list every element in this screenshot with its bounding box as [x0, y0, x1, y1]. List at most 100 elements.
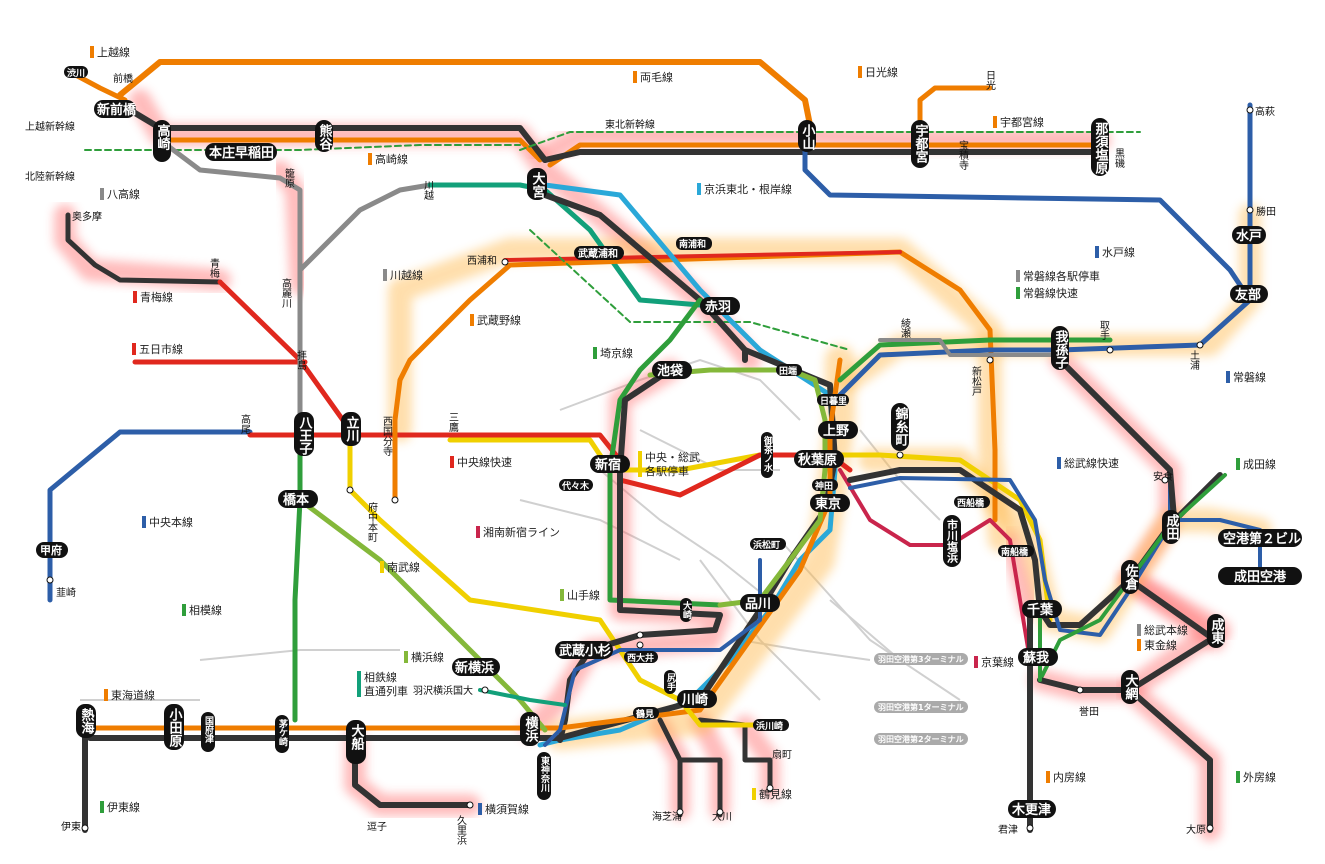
- hachiko-line-north: [297, 182, 433, 273]
- svg-text:総武線快速: 総武線快速: [1064, 456, 1119, 470]
- sobu-rapid-blue: [848, 476, 1172, 637]
- svg-text:東京: 東京: [815, 496, 841, 512]
- svg-text:川崎: 川崎: [681, 692, 708, 708]
- station-ofuna: 大船: [346, 720, 366, 764]
- svg-text:蘇我: 蘇我: [1022, 650, 1049, 666]
- yokosuka-blue: [543, 558, 762, 747]
- station-shinagawa: 品川: [740, 594, 780, 612]
- svg-text:高尾: 高尾: [239, 413, 251, 435]
- station-yokohama: 横浜: [520, 712, 540, 746]
- svg-text:内房線: 内房線: [1053, 770, 1086, 784]
- svg-text:高崎線: 高崎線: [375, 152, 408, 166]
- svg-text:羽田空港第3ターミナル: 羽田空港第3ターミナル: [878, 654, 964, 664]
- svg-text:大網: 大網: [1123, 673, 1139, 701]
- svg-text:西浦和: 西浦和: [467, 254, 497, 267]
- svg-text:代々木: 代々木: [561, 480, 590, 492]
- joban-local-gray: [878, 338, 1062, 357]
- svg-text:成田線: 成田線: [1243, 457, 1276, 471]
- station-mito: 水戸: [1232, 226, 1266, 244]
- svg-text:誉田: 誉田: [1079, 705, 1099, 718]
- svg-text:北陸新幹線: 北陸新幹線: [25, 170, 75, 183]
- svg-text:中央線快速: 中央線快速: [457, 455, 512, 469]
- station-omiya: 大宮: [527, 168, 547, 200]
- station-airport-t2: 空港第２ビル: [1218, 529, 1302, 547]
- station-narita: 成田: [1162, 510, 1180, 544]
- svg-text:青梅: 青梅: [208, 257, 220, 279]
- musashino-freight: [529, 229, 851, 351]
- svg-text:扇町: 扇町: [772, 748, 792, 761]
- svg-text:羽沢横浜国大: 羽沢横浜国大: [413, 684, 473, 697]
- svg-text:本庄早稲田: 本庄早稲田: [209, 145, 274, 161]
- ryomo-line: [117, 59, 813, 128]
- svg-text:取手: 取手: [1098, 320, 1110, 341]
- keiyo-line: [838, 468, 1032, 662]
- station-sakura: 佐倉: [1121, 560, 1139, 594]
- svg-text:橋本: 橋本: [283, 492, 309, 508]
- svg-text:黒磯: 黒磯: [1113, 148, 1125, 169]
- svg-text:我孫子: 我孫子: [1053, 329, 1069, 370]
- svg-text:常磐線: 常磐線: [1233, 370, 1266, 384]
- station-takasaki: 高崎: [153, 120, 171, 162]
- hachiko-line: [157, 137, 303, 423]
- station-nasushiobara: 那須塩原: [1091, 118, 1109, 176]
- svg-text:新前橋: 新前橋: [97, 102, 137, 118]
- svg-text:奥多摩: 奥多摩: [72, 210, 102, 223]
- svg-text:鶴見: 鶴見: [636, 708, 654, 720]
- svg-text:横須賀線: 横須賀線: [485, 802, 529, 816]
- svg-text:成田: 成田: [1164, 513, 1180, 541]
- svg-text:赤羽: 赤羽: [705, 299, 731, 315]
- svg-text:水戸線: 水戸線: [1102, 245, 1135, 259]
- svg-text:尻手: 尻手: [665, 673, 676, 692]
- station-honjo-waseda: 本庄早稲田: [205, 143, 277, 161]
- shonan-south: [557, 367, 723, 743]
- svg-text:川越線: 川越線: [390, 268, 423, 282]
- musashino-line: [392, 249, 998, 523]
- station-abiko: 我孫子: [1051, 326, 1069, 370]
- station-oyama: 小山: [798, 120, 816, 152]
- svg-text:府中本町: 府中本町: [366, 501, 378, 542]
- svg-text:西船橋: 西船橋: [957, 497, 985, 509]
- svg-text:綾瀬: 綾瀬: [899, 317, 911, 339]
- svg-text:友部: 友部: [1235, 287, 1261, 303]
- station-odawara: 小田原: [164, 704, 184, 750]
- svg-text:東神奈川: 東神奈川: [539, 755, 551, 793]
- shonan-black-north: [127, 107, 548, 163]
- sagami-line: [292, 417, 303, 723]
- svg-text:京葉線: 京葉線: [981, 655, 1014, 669]
- svg-text:大船: 大船: [349, 723, 365, 751]
- station-tomobe: 友部: [1230, 285, 1268, 303]
- svg-text:佐倉: 佐倉: [1123, 563, 1140, 591]
- legend-entries: 上越線 両毛線 日光線 宇都宮線 高崎線 八高線 京浜東北・根岸線 川越線 青梅…: [90, 45, 1276, 816]
- joetsu-shinkansen: [84, 144, 521, 151]
- svg-text:日暮里: 日暮里: [820, 395, 847, 407]
- svg-text:甲府: 甲府: [40, 543, 62, 557]
- svg-text:錦糸町: 錦糸町: [893, 406, 909, 447]
- svg-text:上越新幹線: 上越新幹線: [25, 120, 75, 133]
- svg-text:横浜: 横浜: [523, 715, 539, 743]
- svg-text:埼京線: 埼京線: [600, 346, 633, 360]
- svg-text:君津: 君津: [998, 824, 1018, 836]
- svg-text:伊東線: 伊東線: [107, 800, 140, 814]
- svg-text:西大井: 西大井: [627, 652, 654, 664]
- svg-text:熊谷: 熊谷: [317, 123, 333, 151]
- station-shin-yokohama: 新横浜: [452, 658, 500, 676]
- major-stations: 新前橋 高崎 熊谷 本庄早稲田 大宮 小山 宇都宮 那須塩原 水戸 友部 我孫子…: [36, 100, 1302, 818]
- station-tachikawa: 立川: [341, 412, 361, 446]
- station-kinshicho: 錦糸町: [891, 403, 909, 451]
- svg-text:常磐線各駅停車: 常磐線各駅停車: [1023, 269, 1100, 283]
- svg-text:御茶ノ水: 御茶ノ水: [762, 435, 774, 473]
- station-kumagaya: 熊谷: [315, 120, 333, 152]
- svg-text:前橋: 前橋: [113, 72, 133, 85]
- shonan-black-east: [542, 149, 1103, 163]
- svg-text:宇都宮線: 宇都宮線: [1000, 115, 1044, 129]
- station-akihabara: 秋葉原: [794, 450, 844, 468]
- svg-text:南武線: 南武線: [387, 560, 420, 574]
- svg-text:西国分寺: 西国分寺: [381, 416, 393, 456]
- svg-text:小山: 小山: [800, 124, 816, 151]
- svg-text:成田空港: 成田空港: [1234, 569, 1287, 585]
- station-naruto: 成東: [1207, 614, 1225, 648]
- svg-text:拝島: 拝島: [295, 349, 307, 371]
- svg-text:山手線: 山手線: [567, 588, 600, 602]
- station-kofu: 甲府: [36, 542, 68, 558]
